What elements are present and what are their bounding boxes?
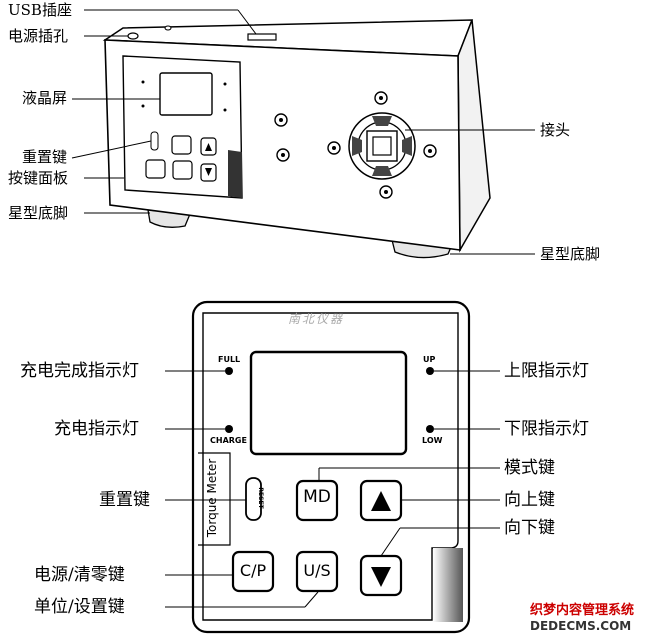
md-key-label: MD [303,487,331,507]
indicator-full-text: FULL [218,355,241,364]
label-up-key: 向上键 [504,490,555,510]
site-watermark-line2: DEDECMS.COM [530,619,632,633]
us-key-label: U/S [303,561,331,580]
indicator-low-text: LOW [422,436,443,445]
site-watermark: 织梦内容管理系统 DEDECMS.COM [530,604,642,632]
label-lower-limit-light: 下限指示灯 [504,419,589,439]
label-down-key: 向下键 [504,518,555,538]
device-screws [274,91,437,199]
site-watermark-line1: 织梦内容管理系统 [530,603,635,618]
label-lcd-screen: 液晶屏 [22,89,68,107]
label-reset-key-bottom: 重置键 [99,490,150,510]
label-unit-setting-key: 单位/设置键 [34,597,125,617]
device-lcd [159,72,213,116]
usb-socket-shape [247,33,277,41]
label-star-foot-right: 星型底脚 [540,245,601,263]
label-usb-socket: USB插座 [8,1,72,19]
indicator-up-text: UP [423,355,436,364]
label-charge-complete-light: 充电完成指示灯 [20,361,139,381]
device-connector [348,112,416,180]
device-reset-key [150,131,159,151]
label-power-zero-key: 电源/清零键 [34,565,125,585]
label-connector: 接头 [540,121,571,139]
label-star-foot-left: 星型底脚 [8,204,69,222]
top-leader-lines [71,9,535,255]
label-mode-key: 模式键 [504,458,555,478]
device-keys [145,135,217,182]
panel-title-torque-meter: Torque Meter [205,458,219,538]
label-upper-limit-light: 上限指示灯 [504,361,589,381]
reset-key-text: RESET [257,487,264,509]
panel-watermark-brand: 南北仪器 [288,312,345,326]
label-keypad-panel: 按键面板 [8,169,69,187]
power-jack-shape [127,32,139,40]
device-side-face [457,19,491,253]
cp-key-label: C/P [239,561,267,580]
label-reset-key-top: 重置键 [22,148,68,166]
label-power-socket: 电源插孔 [8,27,69,45]
label-charging-light: 充电指示灯 [54,419,139,439]
indicator-charge-text: CHARGE [210,436,247,445]
